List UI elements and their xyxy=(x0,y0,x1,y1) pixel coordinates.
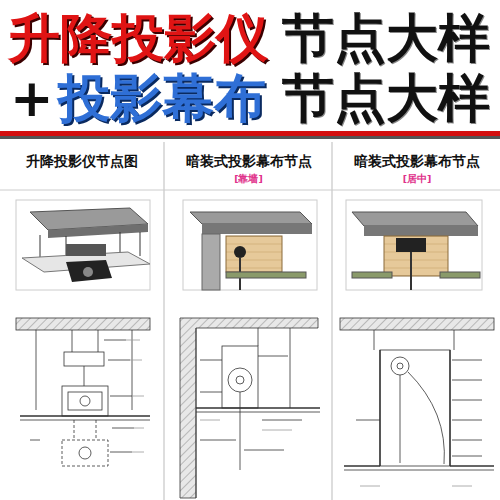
panel-subtitle: [靠墙] xyxy=(166,172,331,186)
screen-center-3d xyxy=(346,200,482,290)
panel-heading: 暗装式投影幕布节点[靠墙] xyxy=(166,146,331,186)
projector-lift-section xyxy=(16,318,150,466)
separator xyxy=(332,142,333,500)
screen-wall-section xyxy=(180,318,320,498)
panel-heading: 升降投影仪节点图 xyxy=(0,146,163,172)
header-red: 升降投影仪 xyxy=(8,10,268,67)
separator xyxy=(164,142,165,500)
red-bar xyxy=(0,131,500,136)
separator xyxy=(0,190,500,191)
screen-wall-3d xyxy=(183,200,317,290)
header-black: 节点大样 xyxy=(282,10,490,67)
panel-subtitle: [居中] xyxy=(334,172,500,186)
panel-title: 升降投影仪节点图 xyxy=(0,150,163,172)
header-plus: + xyxy=(10,70,54,127)
screen-center-section xyxy=(340,318,494,486)
panel-title: 暗装式投影幕布节点 xyxy=(166,150,331,172)
gray-bar xyxy=(0,136,500,139)
header-black: 节点大样 xyxy=(282,70,490,127)
panel-title: 暗装式投影幕布节点 xyxy=(334,150,500,172)
panel-heading: 暗装式投影幕布节点[居中] xyxy=(334,146,500,186)
header-blue: 投影幕布 xyxy=(58,70,266,127)
projector-lift-3d xyxy=(16,200,150,290)
